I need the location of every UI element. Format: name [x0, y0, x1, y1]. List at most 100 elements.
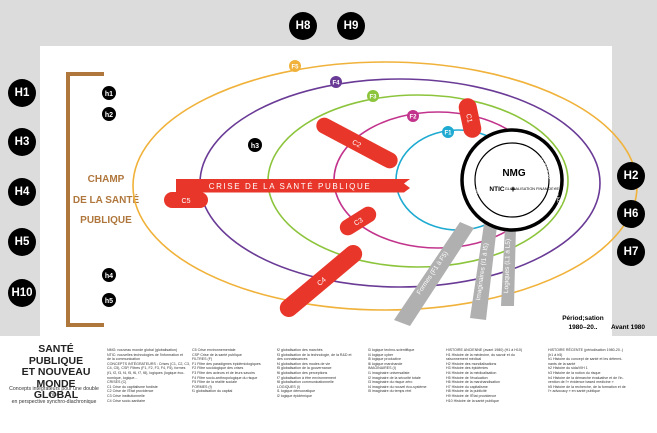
global-health-diagram: CHAMP DE LA SANTÉ PUBLIQUE F5 F4 F3 F2 F…: [40, 46, 645, 336]
period-before: Avant 1980: [611, 324, 645, 331]
legend-entry: h1 Histoire du concept de santé et les d…: [548, 357, 623, 362]
badge-h10: H10: [8, 279, 36, 307]
legend-title: SANTÉ PUBLIQUE ET NOUVEAU MONDE GLOBAL: [14, 343, 98, 402]
legend-entry: f5 globalisation de la gouvernance: [277, 366, 332, 371]
legend-subtitle-line1: Concepts intégrateurs pour une double mi…: [9, 386, 99, 399]
legend-entry: F3 Filtre des acteurs et de leurs savoir…: [192, 370, 255, 375]
badge-h7: H7: [617, 238, 645, 266]
crisis-label-c2: C2: [351, 139, 362, 149]
crisis-label-c3: C3: [353, 217, 364, 228]
ray-label-logiques: Logiques (L1 à L5): [503, 239, 512, 293]
legend-entry: (f1, f2, f3, f4, f5, f6, f7, f8), logiqu…: [107, 370, 185, 375]
core-inner-circle: [474, 142, 550, 218]
legend-entry: H4 Histoire de la médicalisation: [446, 370, 497, 375]
crisis-bar-c3: C3: [339, 206, 377, 236]
legend-entry: h4 Histoire de la démarche évaluative et…: [548, 375, 624, 380]
legend-entry: CONCEPTS INTÉGRATEURS : Crises (C1, C2, …: [107, 361, 190, 366]
field-marker-f2: [407, 110, 419, 122]
legend-col-6: HISTOIRE RÉCENTE (périodisation 1980-20.…: [548, 348, 626, 394]
legend-entry: f1 globalisation du capital: [192, 389, 233, 394]
legend-entry: H5 Histoire de l'évaluation: [446, 375, 488, 380]
champ-line1: CHAMP: [88, 174, 125, 185]
legend-entry: l5 logique productive: [368, 357, 401, 362]
legend-entry: f4 globalisation des modes de vie: [277, 361, 331, 366]
legend-entry: nomique, logique...: [107, 375, 138, 380]
legend-col-5: HISTOIRE ANCIENNE (avant 1980) (H1 à H10…: [446, 348, 522, 403]
champ-frame: [66, 72, 104, 327]
legend-entry: C3 Crise institutionnelle: [107, 393, 145, 398]
badge-h8: H8: [289, 12, 317, 40]
legend-entry: CRISES (C): [107, 380, 127, 385]
champ-line3: PUBLIQUE: [80, 215, 132, 226]
legend-entry: HISTOIRE ANCIENNE (avant 1980) (H1 à H10…: [446, 348, 523, 352]
field-marker-f3: [367, 90, 379, 102]
badge-h9: H9: [337, 12, 365, 40]
legend-entry: F1 Filtre des paradigmes épidémiologique…: [192, 361, 261, 366]
field-marker-f1: [442, 126, 454, 138]
legend-entry: FILTRES (F): [192, 357, 213, 362]
legend-col-1: NMG: nouveau monde global (globalisation…: [107, 348, 190, 403]
legend-entry: F5 Filtre de la réalité sociale: [192, 380, 237, 385]
small-badge-h1-label: h1: [105, 91, 113, 98]
legend-entry: h3 Histoire de la notion du risque: [548, 370, 601, 375]
champ-line2: DE LA SANTÉ: [73, 193, 140, 206]
crisis-bar-c1: C1: [458, 98, 482, 138]
legend-panel: SANTÉ PUBLIQUE ET NOUVEAU MONDE GLOBAL C…: [0, 336, 657, 433]
core-globalisation: GLOBALISATION FINANCIÈRE: [505, 186, 560, 191]
field-marker-f4: [330, 76, 342, 88]
legend-entry: H2 Histoire des mondialisations: [446, 361, 497, 366]
field-label-f5: F5: [291, 65, 299, 71]
crise-label: CRISE DE LA SANTÉ PUBLIQUE: [209, 182, 372, 191]
field-marker-f5: [289, 60, 301, 72]
legend-entry: I4 imaginaire du nouvel éco-système: [368, 384, 427, 389]
field-label-f2: F2: [409, 115, 417, 121]
legend-entry: NMG: nouveau monde global (globalisation…: [107, 348, 178, 352]
period-range: 1980–20..: [569, 324, 598, 331]
legend-subtitle: Concepts intégrateurs pour une double mi…: [4, 386, 104, 405]
small-badge-h2-label: h2: [105, 112, 113, 119]
crisis-label-c4: C4: [316, 277, 327, 288]
legend-title-line2: ET NOUVEAU: [21, 366, 91, 378]
legend-title-line1: SANTÉ PUBLIQUE: [28, 343, 84, 367]
badge-h1: H1: [8, 79, 36, 107]
badge-h6: H6: [617, 200, 645, 228]
legend-subtitle-line2: en perspective synchro-diachronique: [11, 398, 97, 405]
legend-entry: f6 globalisation des perceptions: [277, 370, 328, 375]
small-badge-h1: [102, 86, 116, 100]
legend-entry: f3 globalisation de la technologie, de l…: [277, 352, 352, 357]
legend-entry: l6 logique marchande: [368, 361, 403, 366]
legend-entry: F4 Filtre socio-anthropologique du risqu…: [192, 375, 258, 380]
legend-entry: f2 globalisation des marchés: [277, 348, 323, 352]
legend-entry: I5 imaginaire du temps réel: [368, 389, 412, 394]
small-badge-h3-label: h3: [251, 143, 259, 150]
legend-entry: H6 Histoire de la marchandisation: [446, 380, 500, 385]
small-badge-h4: [102, 268, 116, 282]
legend-entry: h2 Histoire du sida/VIH 1: [548, 366, 588, 371]
legend-entry: H9 Histoire de l'État providence: [446, 393, 497, 398]
legend-entry: (h1 à h5): [548, 352, 563, 357]
legend-entry: l1 logique démocratique: [277, 389, 316, 394]
legend-entry: h5 Histoire de la recherche, de la forma…: [548, 384, 626, 389]
legend-entry: des connaissances: [277, 357, 308, 362]
legend-entry: H3 Histoire des épidémies: [446, 366, 488, 371]
crisis-bar-c2: C2: [316, 117, 398, 169]
period-label: Périod;sation: [562, 315, 604, 322]
legend-entry: H1 Histoire de la médecine, du savoir et…: [446, 352, 515, 357]
legend-entry: H10 Histoire de la santé publique: [446, 398, 499, 403]
legend-entry: f8 globalisation communicationnelle: [277, 380, 334, 385]
badge-h4: H4: [8, 178, 36, 206]
badge-h5: H5: [8, 228, 36, 256]
legend-title-line3: MONDE GLOBAL: [33, 377, 79, 401]
core-ntic: NTIC: [489, 186, 504, 193]
crisis-bar-c5: [164, 192, 208, 208]
legend-entry: NTIC: nouvelles technologies de l'inform…: [107, 352, 183, 357]
core-plus: +: [510, 184, 515, 194]
legend-entry: de la communication: [107, 357, 140, 362]
legend-entry: HISTOIRE RÉCENTE (périodisation 1980-20.…: [548, 348, 624, 352]
small-badge-h4-label: h4: [105, 273, 113, 280]
crisis-bar-c4: C4: [279, 245, 363, 317]
legend-entry: C2 Crise de l'État providence: [107, 389, 154, 394]
